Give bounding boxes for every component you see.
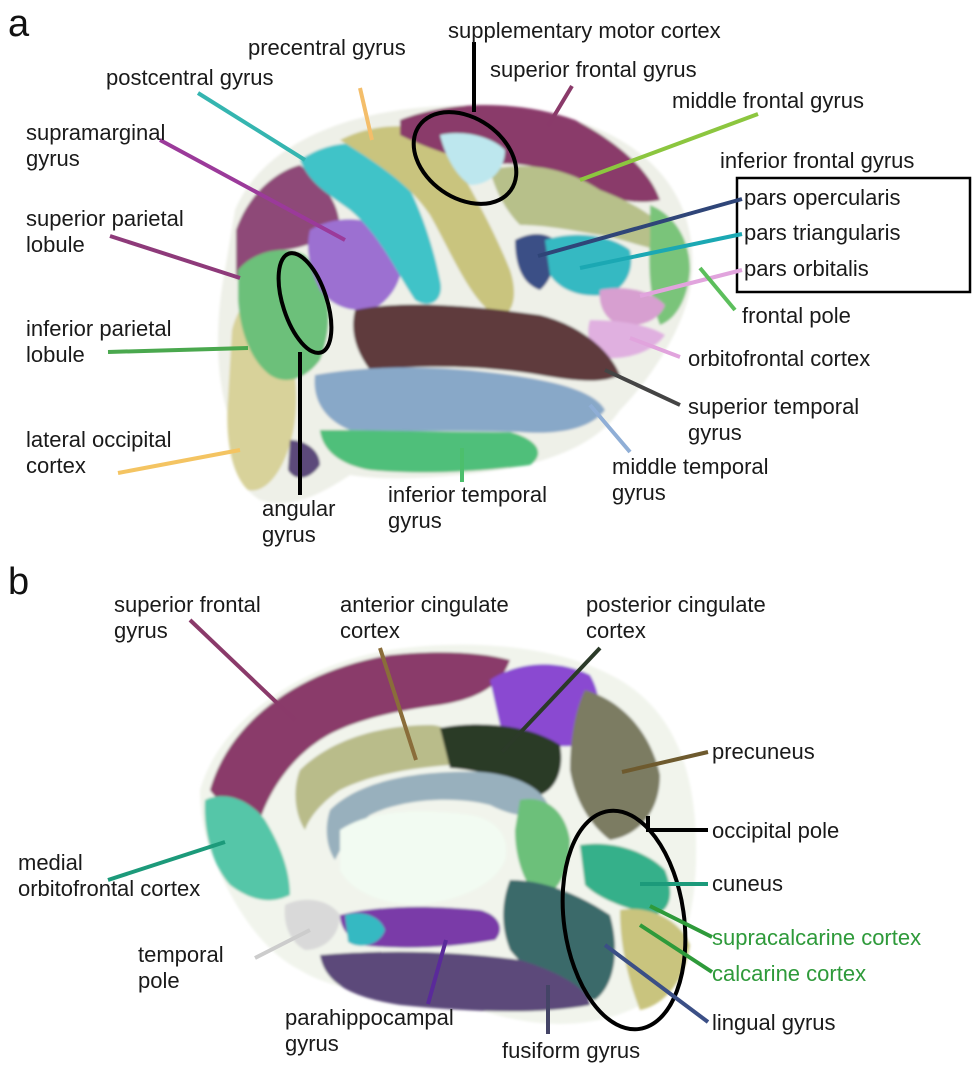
line-postcentral (198, 93, 305, 160)
label-pars-opercularis: pars opercularis (744, 185, 901, 210)
panel-a-letter: a (8, 3, 30, 45)
label-supramarginal-line1: supramarginal (26, 120, 165, 145)
label-superior-parietal-line2: lobule (26, 232, 85, 257)
label-middle-frontal-gyrus: middle frontal gyrus (672, 88, 864, 113)
label-postcentral-gyrus: postcentral gyrus (106, 65, 274, 90)
label-middle-temporal-line1: middle temporal (612, 454, 769, 479)
label-lateral-occipital-line2: cortex (26, 453, 86, 478)
label-superior-frontal-gyrus: superior frontal gyrus (490, 57, 697, 82)
label-b-anterior-cingulate-line1: anterior cingulate (340, 592, 509, 617)
label-b-superior-frontal-line1: superior frontal (114, 592, 261, 617)
label-b-parahippocampal-line1: parahippocampal (285, 1005, 454, 1030)
label-b-supracalcarine-cortex: supracalcarine cortex (712, 925, 921, 950)
label-precentral-gyrus: precentral gyrus (248, 35, 406, 60)
label-b-occipital-pole: occipital pole (712, 818, 839, 843)
label-angular-line1: angular (262, 496, 335, 521)
panel-b-letter: b (8, 561, 29, 603)
label-inferior-parietal-line1: inferior parietal (26, 316, 172, 341)
label-b-posterior-cingulate-line2: cortex (586, 618, 646, 643)
line-b-medial-orbitofrontal (108, 842, 225, 880)
label-b-anterior-cingulate-line2: cortex (340, 618, 400, 643)
label-supplementary-motor-cortex: supplementary motor cortex (448, 18, 721, 43)
label-b-precuneus: precuneus (712, 739, 815, 764)
label-b-superior-frontal-line2: gyrus (114, 618, 168, 643)
label-b-fusiform-gyrus: fusiform gyrus (502, 1038, 640, 1063)
label-b-posterior-cingulate-line1: posterior cingulate (586, 592, 766, 617)
label-pars-triangularis: pars triangularis (744, 220, 901, 245)
label-orbitofrontal-cortex: orbitofrontal cortex (688, 346, 870, 371)
label-lateral-occipital-line1: lateral occipital (26, 427, 172, 452)
line-lateral-occipital (118, 450, 240, 473)
label-b-medial-orbitofrontal-line1: medial (18, 850, 83, 875)
label-b-medial-orbitofrontal-line2: orbitofrontal cortex (18, 876, 200, 901)
label-supramarginal-line2: gyrus (26, 146, 80, 171)
label-inferior-parietal-line2: lobule (26, 342, 85, 367)
label-pars-orbitalis: pars orbitalis (744, 256, 869, 281)
label-middle-temporal-line2: gyrus (612, 480, 666, 505)
label-b-parahippocampal-line2: gyrus (285, 1031, 339, 1056)
label-b-temporal-pole-line2: pole (138, 968, 180, 993)
label-frontal-pole: frontal pole (742, 303, 851, 328)
label-b-calcarine-cortex: calcarine cortex (712, 961, 866, 986)
line-b-superior-frontal (190, 620, 295, 720)
label-angular-line2: gyrus (262, 522, 316, 547)
label-inferior-temporal-line1: inferior temporal (388, 482, 547, 507)
label-superior-parietal-line1: superior parietal (26, 206, 184, 231)
label-superior-temporal-line1: superior temporal (688, 394, 859, 419)
label-inferior-temporal-line2: gyrus (388, 508, 442, 533)
label-superior-temporal-line2: gyrus (688, 420, 742, 445)
panel-a: a (8, 3, 970, 547)
label-inferior-frontal-gyrus: inferior frontal gyrus (720, 148, 914, 173)
panel-b: b (8, 561, 921, 1063)
label-b-lingual-gyrus: lingual gyrus (712, 1010, 836, 1035)
line-superior-parietal (110, 236, 240, 278)
label-b-temporal-pole-line1: temporal (138, 942, 224, 967)
label-b-cuneus: cuneus (712, 871, 783, 896)
